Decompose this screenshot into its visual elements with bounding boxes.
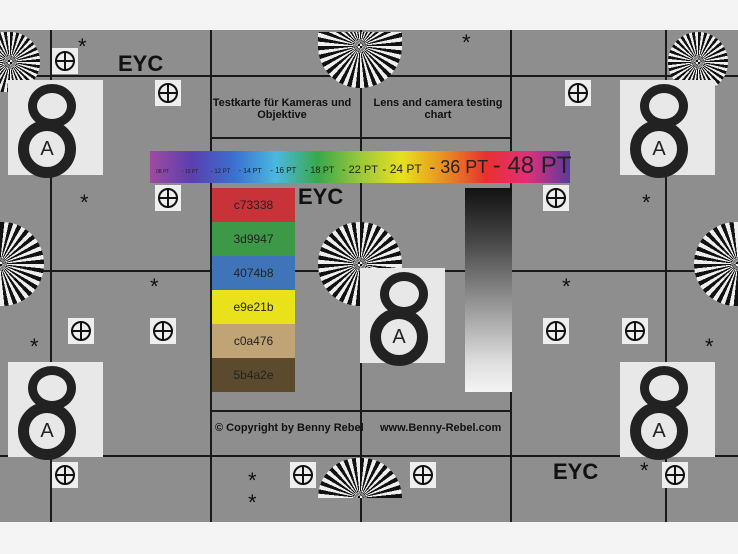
grid-line [210, 30, 212, 522]
asterisk: * [562, 274, 571, 299]
test-logo: A [8, 80, 103, 178]
target-icon [662, 462, 688, 488]
logo-eight-bottom: A [18, 402, 76, 460]
font-size-label: - 36 PT [429, 157, 489, 177]
color-patch: 4074b8 [212, 256, 295, 290]
asterisk: * [248, 468, 257, 493]
grid-line [50, 30, 52, 522]
target-icon [565, 80, 591, 106]
font-size-label: - 18 PT [304, 165, 335, 175]
target-icon [150, 318, 176, 344]
logo-eight-bottom: A [18, 120, 76, 178]
logo-eight-bottom: A [630, 402, 688, 460]
grid-line [665, 30, 667, 522]
grid-line [210, 410, 510, 412]
target-icon [155, 80, 181, 106]
target-icon [543, 185, 569, 211]
target-icon [68, 318, 94, 344]
asterisk: * [80, 190, 89, 215]
title-german: Testkarte für Kameras und Objektive [212, 97, 352, 121]
color-patch: c0a476 [212, 324, 295, 358]
logo-eight-bottom: A [630, 120, 688, 178]
asterisk: * [462, 30, 471, 55]
asterisk: * [640, 458, 649, 483]
font-size-label: - 24 PT [382, 162, 422, 176]
title-english: Lens and camera testing chart [373, 97, 503, 121]
font-size-label: - 12 PT [210, 169, 231, 175]
asterisk: * [642, 190, 651, 215]
eyc-label: EYC [298, 184, 344, 209]
asterisk: * [150, 274, 159, 299]
color-patch: c73338 [212, 188, 295, 222]
color-patch: 3d9947 [212, 222, 295, 256]
target-icon [52, 48, 78, 74]
test-logo: A [360, 268, 445, 366]
target-icon [543, 318, 569, 344]
eyc-label: EYC [118, 51, 164, 76]
test-logo: A [620, 80, 715, 178]
color-patch: e9e21b [212, 290, 295, 324]
asterisk: * [248, 490, 257, 515]
font-size-label: - 16 PT [270, 166, 297, 175]
font-size-rainbow-bar: 08 PT - 10 PT - 12 PT - 14 PT - 16 PT - … [150, 151, 572, 183]
asterisk: * [30, 334, 39, 359]
font-size-label: - 14 PT [238, 168, 262, 175]
font-size-label: - 22 PT [341, 164, 378, 176]
test-logo: A [8, 362, 103, 460]
target-icon [155, 185, 181, 211]
asterisk: * [78, 34, 87, 59]
font-size-label: - 10 PT [181, 169, 199, 175]
target-icon [410, 462, 436, 488]
grid-line [210, 137, 510, 139]
font-size-label: 08 PT [156, 169, 170, 175]
target-icon [52, 462, 78, 488]
grid-line [0, 455, 738, 457]
copyright-text: © Copyright by Benny Rebel [215, 422, 364, 434]
asterisk: * [705, 334, 714, 359]
font-size-label: - 48 PT [492, 152, 572, 179]
website-text: www.Benny-Rebel.com [380, 422, 502, 434]
color-patch: 5b4a2e [212, 358, 295, 392]
target-icon [622, 318, 648, 344]
test-logo: A [620, 362, 715, 460]
eyc-label: EYC [553, 459, 599, 484]
grayscale-strip [465, 188, 512, 392]
logo-eight-bottom: A [370, 308, 428, 366]
target-icon [290, 462, 316, 488]
